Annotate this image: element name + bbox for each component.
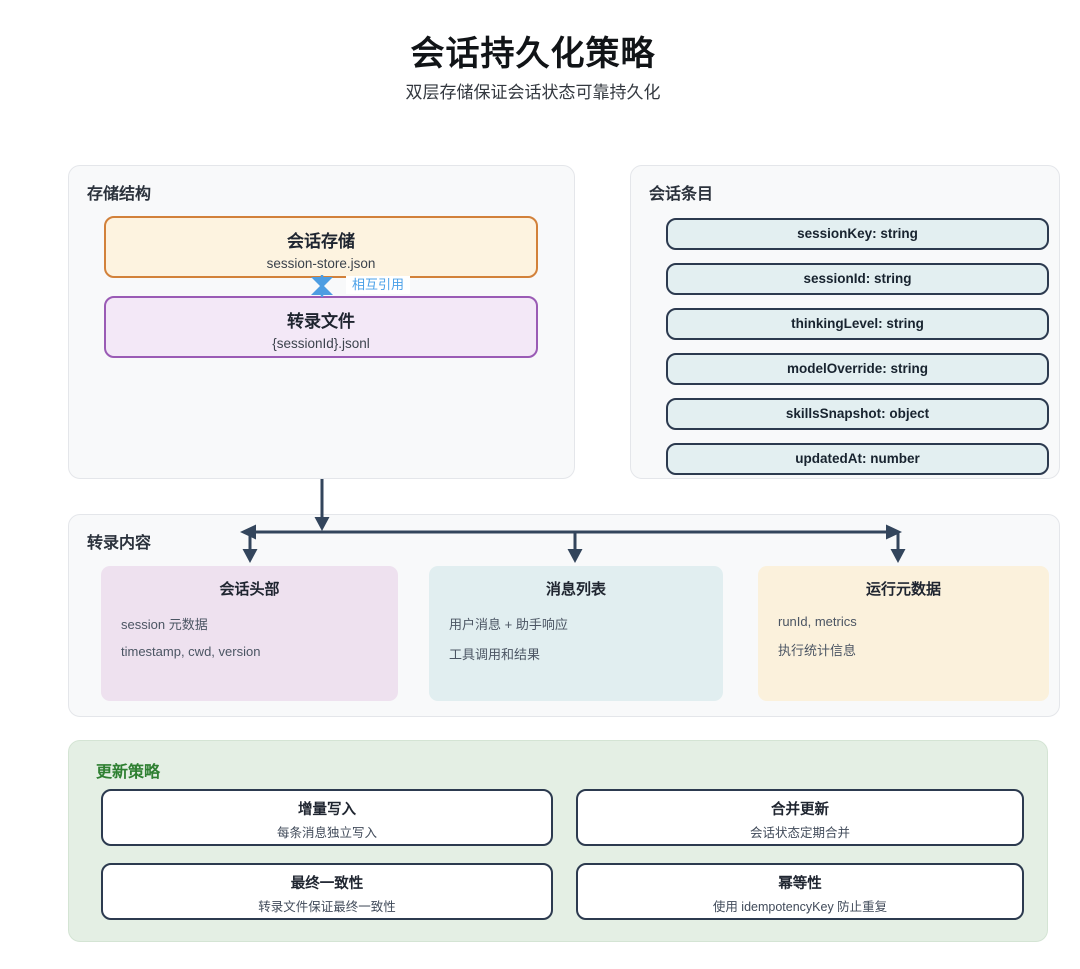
storage-panel-header: 存储结构 — [87, 186, 152, 203]
update-panel-header: 更新策略 — [96, 764, 161, 781]
run-metadata-line-1: runId, metrics — [778, 614, 857, 629]
transcript-content-panel: 转录内容 会话头部 session 元数据 timestamp, cwd, ve… — [68, 514, 1060, 717]
session-entries-panel: 会话条目 sessionKey: string sessionId: strin… — [630, 165, 1060, 479]
session-store-filename: session-store.json — [266, 256, 376, 271]
message-list-section: 消息列表 用户消息 + 助手响应 工具调用和结果 — [429, 566, 723, 701]
entry-field-thinkinglevel: thinkingLevel: string — [666, 308, 1049, 340]
transcript-file-node: 转录文件 {sessionId}.jsonl — [104, 296, 538, 358]
strategy-title: 增量写入 — [298, 802, 356, 818]
strategy-incremental-write: 增量写入 每条消息独立写入 — [101, 789, 553, 846]
entry-field-updatedat: updatedAt: number — [666, 443, 1049, 475]
entry-field-modeloverride: modelOverride: string — [666, 353, 1049, 385]
strategy-title: 最终一致性 — [290, 876, 364, 892]
message-list-line-2: 工具调用和结果 — [449, 647, 541, 662]
entry-field-sessionid: sessionId: string — [666, 263, 1049, 295]
strategy-subtitle: 会话状态定期合并 — [749, 826, 850, 840]
session-header-line-1: session 元数据 — [121, 617, 208, 632]
strategy-idempotency: 幂等性 使用 idempotencyKey 防止重复 — [576, 863, 1024, 920]
mutual-reference-label: 相互引用 — [346, 276, 411, 294]
entry-field-skillssnapshot: skillsSnapshot: object — [666, 398, 1049, 430]
transcript-file-title: 转录文件 — [287, 312, 355, 331]
transcript-panel-header: 转录内容 — [87, 535, 152, 552]
message-list-title: 消息列表 — [545, 581, 606, 598]
session-header-line-2: timestamp, cwd, version — [121, 644, 261, 659]
update-strategy-panel: 更新策略 增量写入 每条消息独立写入 合并更新 会话状态定期合并 最终一致性 转… — [68, 740, 1048, 942]
message-list-line-1: 用户消息 + 助手响应 — [449, 617, 568, 632]
entry-field-sessionkey: sessionKey: string — [666, 218, 1049, 250]
page-subtitle: 双层存储保证会话状态可靠持久化 — [405, 83, 661, 102]
session-store-node: 会话存储 session-store.json — [104, 216, 538, 278]
transcript-file-filename: {sessionId}.jsonl — [272, 336, 370, 351]
strategy-eventual-consistency: 最终一致性 转录文件保证最终一致性 — [101, 863, 553, 920]
strategy-subtitle: 使用 idempotencyKey 防止重复 — [712, 900, 888, 914]
run-metadata-section: 运行元数据 runId, metrics 执行统计信息 — [758, 566, 1049, 701]
strategy-title: 合并更新 — [771, 802, 829, 818]
page-title: 会话持久化策略 — [410, 35, 656, 73]
strategy-subtitle: 转录文件保证最终一致性 — [258, 900, 396, 914]
run-metadata-title: 运行元数据 — [865, 581, 941, 598]
strategy-merge-update: 合并更新 会话状态定期合并 — [576, 789, 1024, 846]
session-store-title: 会话存储 — [287, 232, 355, 251]
session-header-section: 会话头部 session 元数据 timestamp, cwd, version — [101, 566, 398, 701]
strategy-title: 幂等性 — [778, 876, 822, 892]
run-metadata-line-2: 执行统计信息 — [778, 643, 857, 658]
storage-structure-panel: 存储结构 会话存储 session-store.json 转录文件 {sessi… — [68, 165, 575, 479]
entries-panel-header: 会话条目 — [649, 186, 714, 203]
strategy-subtitle: 每条消息独立写入 — [276, 826, 377, 840]
session-header-title: 会话头部 — [219, 581, 280, 598]
